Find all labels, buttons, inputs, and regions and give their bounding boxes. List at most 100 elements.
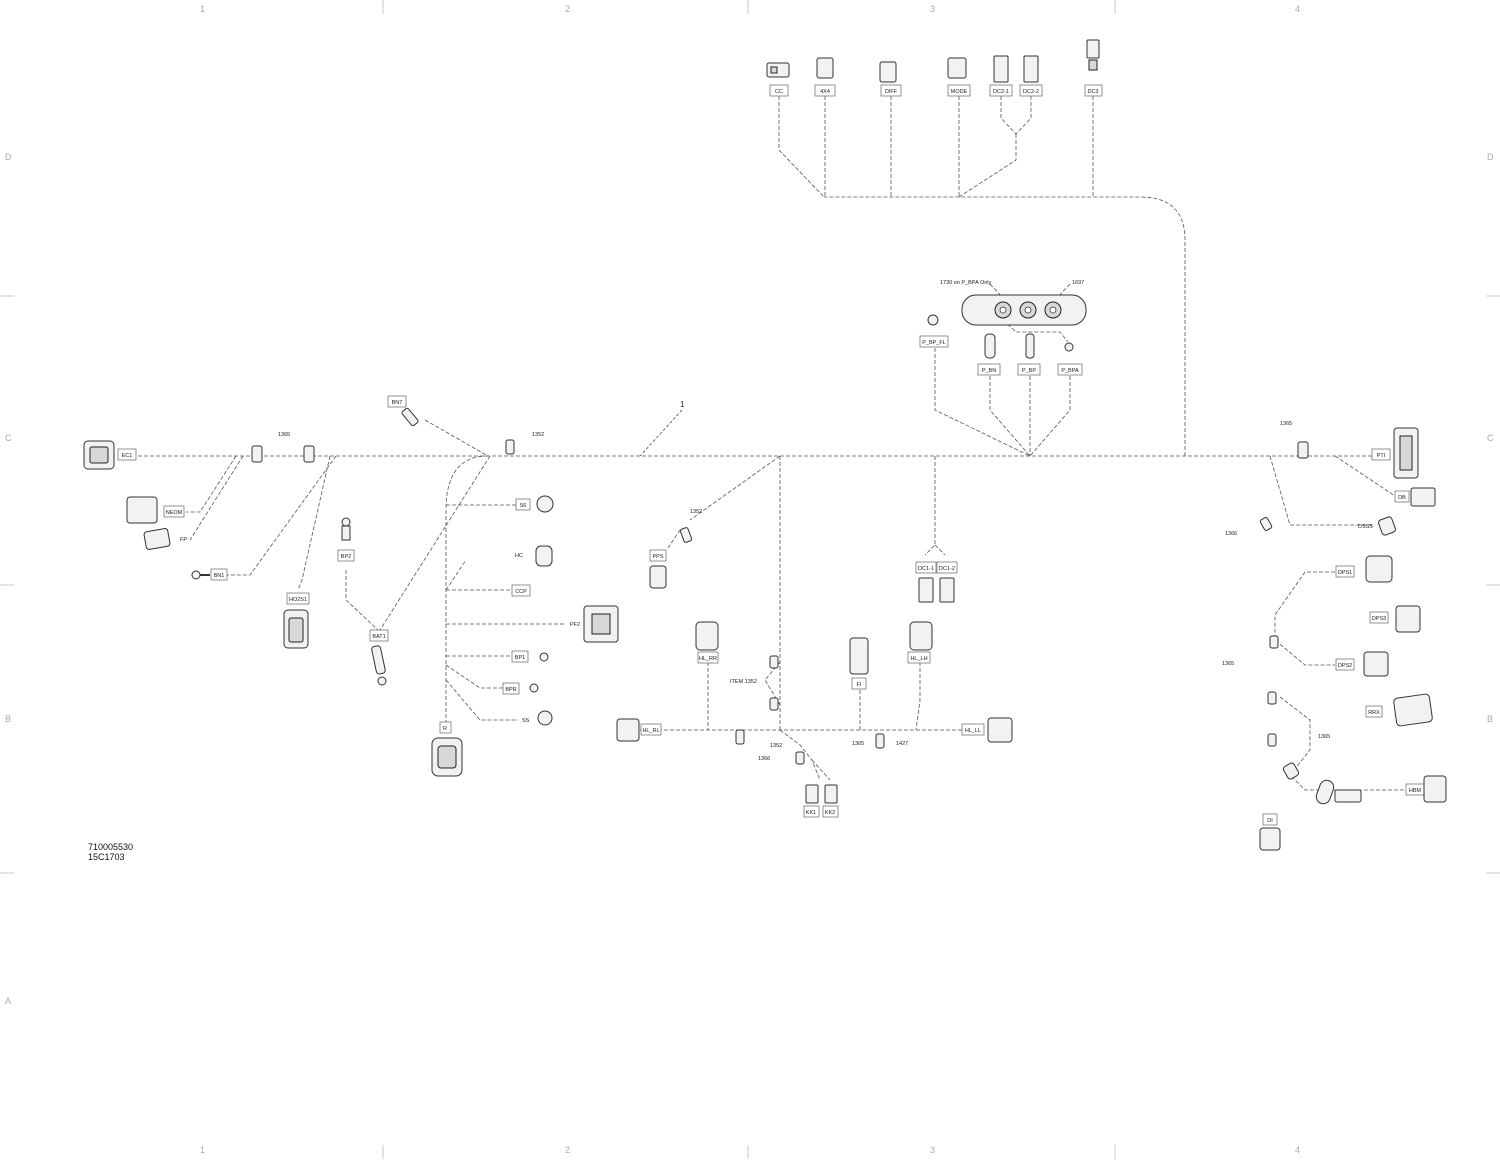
- dsss-wire: [1269, 455, 1372, 526]
- dc1-wire: [924, 456, 946, 556]
- s6-label: S6: [520, 503, 527, 509]
- cc-wire: [778, 96, 825, 198]
- ecu-connector: EC1: [83, 440, 137, 470]
- row-mark: D: [5, 152, 12, 162]
- p-bp-fl-terminal: P_BP_FL: [919, 314, 949, 348]
- column-mark: 4: [1295, 4, 1300, 14]
- hl-lh-wire: [915, 662, 921, 731]
- post-wires: [934, 348, 1071, 457]
- sub-taps: [445, 504, 566, 721]
- kk2-label: KK2: [825, 810, 835, 816]
- pti-connector: PTI: [1371, 427, 1419, 479]
- di-connector: DI: [1259, 813, 1281, 851]
- bp2-terminal: BP2: [337, 517, 355, 562]
- callout-1427: 1427: [896, 741, 908, 747]
- mode-label: MODE: [951, 89, 968, 95]
- hl-rl-connector: HL_RL: [616, 718, 662, 742]
- column-mark: 4: [1295, 1145, 1300, 1155]
- r-connector: R: [431, 721, 463, 777]
- dc2-wire: [958, 96, 1032, 198]
- ho2s1-label: HO2S1: [289, 597, 307, 603]
- dc2-connectors: DC2-1 DC2-2: [989, 55, 1043, 97]
- ccp-connector: CCP: [511, 584, 531, 597]
- ho2s1-wire: [297, 455, 331, 591]
- dc2-2-label: DC2-2: [1023, 89, 1039, 95]
- column-mark: 1: [200, 4, 205, 14]
- drawing-number: 710005530: [88, 842, 134, 852]
- row-mark: B: [1487, 714, 1493, 724]
- row-mark: C: [5, 433, 12, 443]
- fp-wire: [189, 455, 244, 541]
- di-label: DI: [1267, 818, 1273, 824]
- diff-connector: DIFF: [879, 61, 902, 97]
- column-mark: 3: [930, 4, 935, 14]
- dps1-connector: DPS1: [1335, 555, 1393, 583]
- item-1352-clips: ITEM 1352: [730, 655, 779, 711]
- neom-label: NEOM: [166, 510, 183, 516]
- db-label: DB: [1398, 495, 1406, 501]
- row-mark: A: [5, 996, 11, 1006]
- callout-item-1352: ITEM 1352: [730, 679, 757, 685]
- sub-branch-connectors: S6 HC CCP PF2 BP1 BPR SS: [431, 495, 619, 777]
- dps1-label: DPS1: [1338, 570, 1352, 576]
- callout-1365: 1365: [278, 432, 290, 438]
- p-bp-label: P_BP: [1022, 368, 1036, 374]
- hl-rl-label: HL_RL: [642, 728, 659, 734]
- callout-1730-note: 1730 on P_BPA Only: [940, 280, 992, 286]
- hl-lh-label: HL_LH: [910, 656, 927, 662]
- left-connectors: EC1 1365 NEOM FP BN1 BN7 13: [83, 395, 544, 686]
- bat1-label: BAT1: [372, 634, 385, 640]
- dps2-connector: 1365 DPS2: [1222, 635, 1389, 677]
- ss-connector: SS: [522, 710, 553, 726]
- hl-lh-connector: HL_LH: [907, 621, 933, 664]
- p-bpa-terminal: P_BPA: [1057, 342, 1083, 376]
- pf2-connector: PF2: [570, 605, 619, 643]
- cc-label: CC: [775, 89, 783, 95]
- bn1-terminal: BN1: [191, 568, 228, 581]
- bn7-wire: [424, 419, 489, 457]
- ccp-label: CCP: [515, 589, 527, 595]
- pti-label: PTI: [1377, 453, 1386, 459]
- bat1-terminal: BAT1: [369, 629, 389, 686]
- bn7-label: BN7: [392, 400, 403, 406]
- callout-1365: 1365: [852, 741, 864, 747]
- kk-wire: [779, 729, 831, 781]
- bp1-terminal: BP1: [511, 650, 549, 663]
- callout-1366: 1366: [758, 756, 770, 762]
- rrx-label: RRX: [1368, 710, 1380, 716]
- drawing-identifier: 710005530 15C1703: [88, 842, 133, 862]
- mode-connector: MODE: [947, 57, 971, 97]
- clip-1352-left: 1352: [505, 432, 544, 455]
- dash-connectors: CC 4X4 DIFF MODE DC2-1 DC2-2: [766, 39, 1103, 97]
- hc-label: HC: [515, 553, 523, 559]
- db-wire: [1334, 455, 1396, 497]
- bn1-wire: [225, 455, 337, 576]
- neom-connector: NEOM: [126, 496, 185, 524]
- callout-1352: 1352: [532, 432, 544, 438]
- dash-branch-wire: [824, 196, 1186, 456]
- hbm-branch-clips: 1365: [1267, 691, 1362, 805]
- kk1-label: KK1: [806, 810, 816, 816]
- fi-connector: FI: [849, 637, 869, 690]
- center-connectors: 1352 PPS HL_RR ITEM 1352 FI HL_LH: [616, 509, 1013, 818]
- callout-1352: 1352: [770, 743, 782, 749]
- callout-1365: 1365: [1280, 421, 1292, 427]
- p-bpa-label: P_BPA: [1061, 368, 1079, 374]
- s6-connector: S6: [515, 495, 554, 513]
- right-connectors: 1365 PTI DB 1366 DSSS DPS1 DPS3: [1222, 421, 1447, 851]
- ho2s1-connector: HO2S1: [283, 592, 310, 649]
- ecu-label: EC1: [122, 453, 133, 459]
- p-bn-label: P_BN: [982, 368, 996, 374]
- fp-connector: FP: [143, 528, 187, 550]
- callout-1366: 1366: [1225, 531, 1237, 537]
- column-mark: 2: [565, 1145, 570, 1155]
- row-mark: C: [1487, 433, 1494, 443]
- r-label: R: [443, 726, 447, 732]
- callout-1697: 1697: [1072, 280, 1084, 286]
- rrx-connector: RRX: [1365, 693, 1433, 727]
- pps-wire: [667, 455, 781, 549]
- column-mark: 3: [930, 1145, 935, 1155]
- bpr-terminal: BPR: [502, 682, 539, 695]
- cc-connector: CC: [766, 62, 790, 97]
